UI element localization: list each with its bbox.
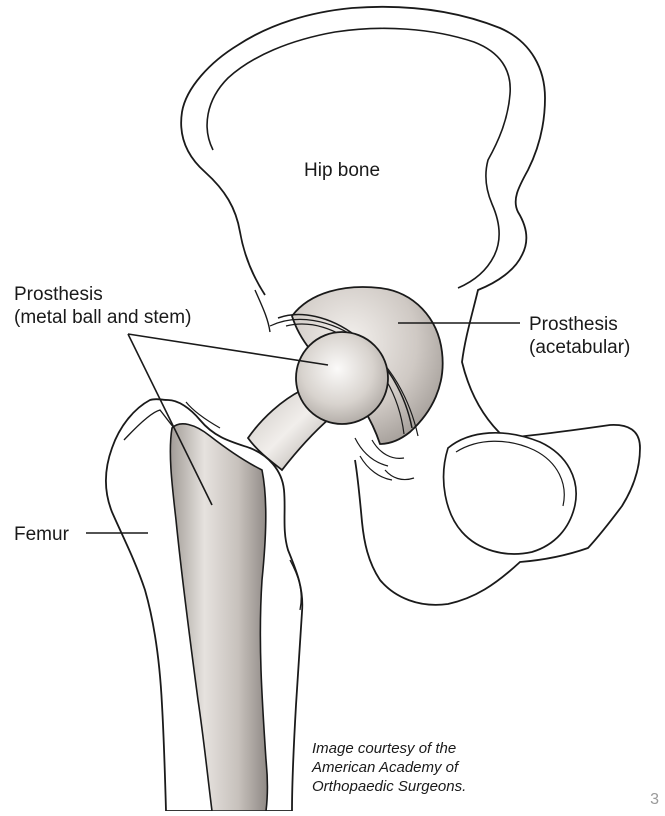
femur-label: Femur <box>14 523 69 546</box>
femoral-ball <box>296 332 388 424</box>
hip-bone-label: Hip bone <box>304 159 380 182</box>
prosthesis-acetabular-label-line1: Prosthesis <box>529 313 618 336</box>
credit-line-3: Orthopaedic Surgeons. <box>312 777 466 796</box>
prosthesis-stem-label-line2: (metal ball and stem) <box>14 306 191 329</box>
credit-line-1: Image courtesy of the <box>312 739 466 758</box>
prosthesis-acetabular-label-line2: (acetabular) <box>529 336 630 359</box>
image-credit: Image courtesy of the American Academy o… <box>312 739 466 796</box>
credit-line-2: American Academy of <box>312 758 466 777</box>
page-number: 3 <box>650 791 659 809</box>
prosthesis-stem-label-line1: Prosthesis <box>14 283 103 306</box>
